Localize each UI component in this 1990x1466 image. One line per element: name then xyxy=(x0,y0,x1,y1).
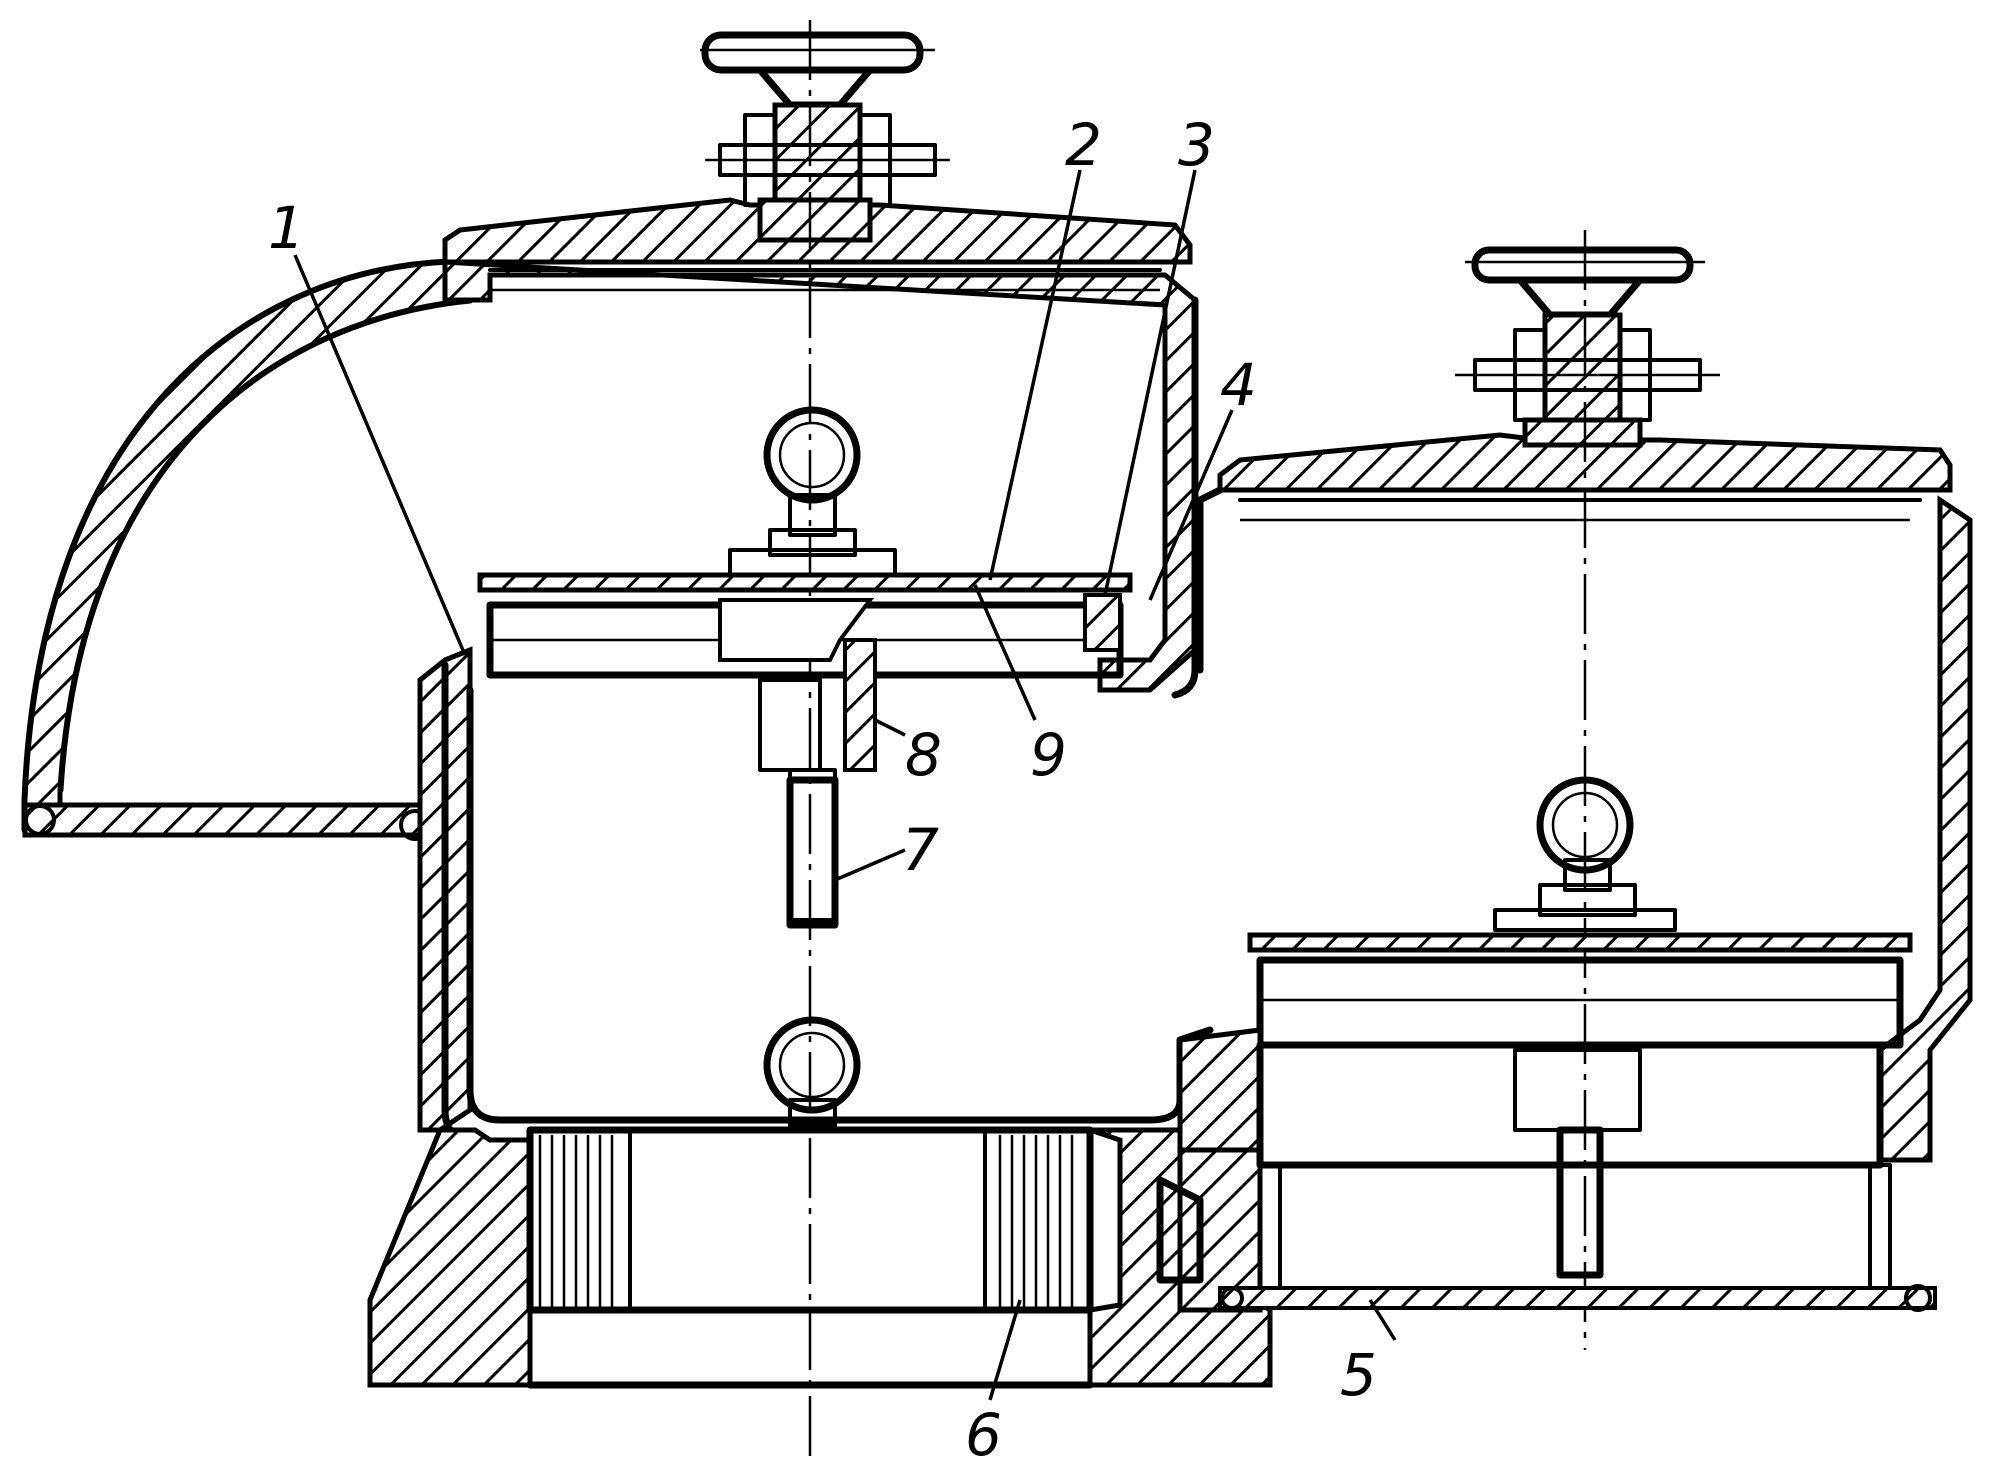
bolt-icon xyxy=(1220,1284,1932,1312)
callout-5: 5 xyxy=(1340,1341,1377,1409)
callout-1: 1 xyxy=(268,194,305,262)
callout-7: 7 xyxy=(902,816,939,884)
leader-5 xyxy=(1368,1299,1397,1341)
callout-4: 4 xyxy=(1220,351,1257,419)
leader-4 xyxy=(1148,409,1234,601)
callout-9: 9 xyxy=(1030,721,1067,789)
stem xyxy=(786,776,839,929)
leader-6 xyxy=(988,1299,1022,1401)
left-housing xyxy=(21,20,1273,1460)
lifting-eye-icon xyxy=(728,406,897,577)
callout-2: 2 xyxy=(1065,111,1102,179)
fluted-ribs xyxy=(538,1128,1074,1312)
handwheel-icon xyxy=(700,31,950,218)
leader-8 xyxy=(874,718,906,737)
callout-6: 6 xyxy=(965,1401,1002,1466)
handwheel-icon xyxy=(1455,246,1720,448)
lifting-eye-icon xyxy=(763,1016,861,1127)
callout-labels: 1 2 3 4 5 6 7 8 9 xyxy=(268,111,1397,1466)
leader-2 xyxy=(988,169,1082,581)
leader-1 xyxy=(293,254,467,656)
leader-7 xyxy=(834,848,906,882)
lifting-eye-icon xyxy=(1493,776,1677,932)
leader-9 xyxy=(973,584,1037,721)
right-housing xyxy=(1156,230,1973,1350)
callout-8: 8 xyxy=(905,721,942,789)
leader-3 xyxy=(1103,169,1197,596)
callout-3: 3 xyxy=(1178,111,1215,179)
right-stem xyxy=(1556,1126,1604,1279)
